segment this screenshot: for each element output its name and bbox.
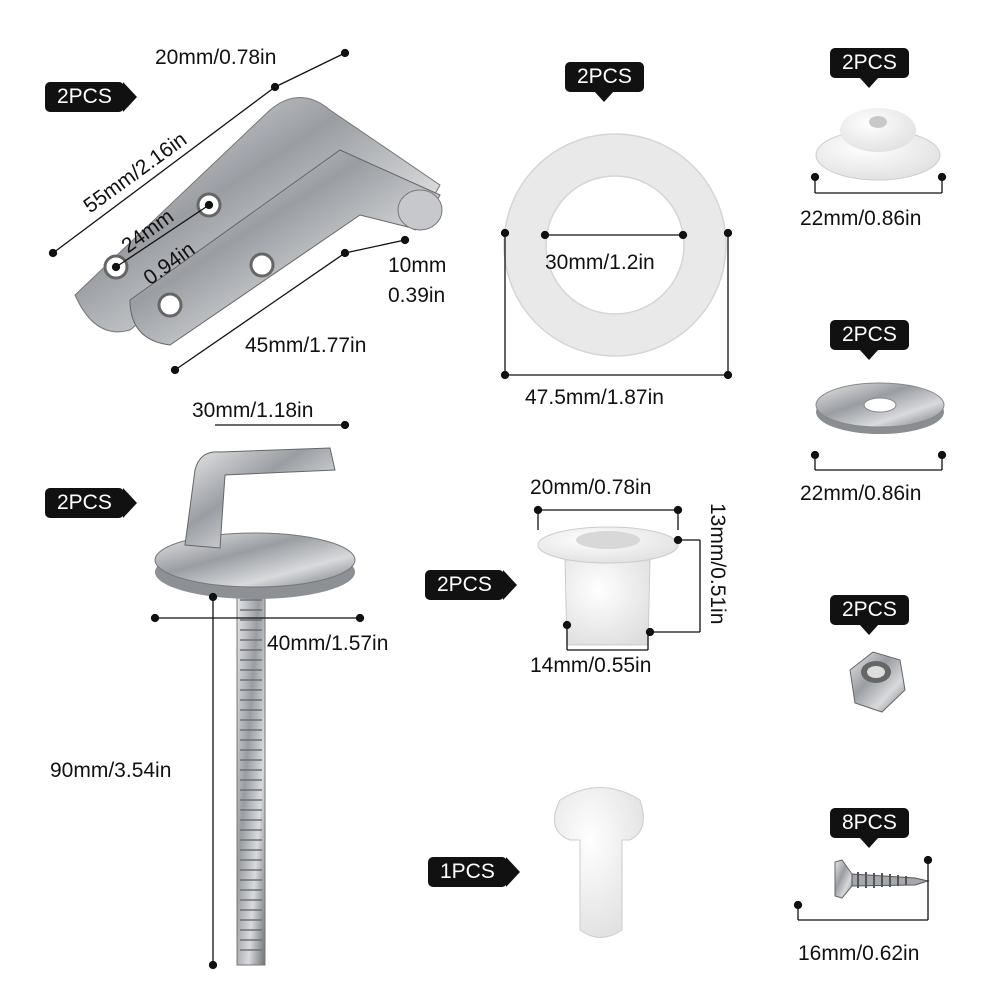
bolt-disc-label: 40mm/1.57in: [267, 632, 389, 655]
hinge-thickness-mm: 10mm: [388, 254, 447, 277]
bushing-image: [537, 526, 679, 646]
nut-qty-badge: 2PCS: [830, 595, 909, 635]
cap-diameter-label: 22mm/0.86in: [800, 207, 922, 230]
hinge-thickness-in: 0.39in: [388, 284, 446, 307]
screw-image: [834, 859, 930, 899]
bolt-qty-badge: 2PCS: [45, 488, 137, 518]
screw-length-label: 16mm/0.62in: [798, 942, 920, 965]
screw-qty-badge: 8PCS: [830, 808, 909, 848]
bushing-bottom-label: 14mm/0.55in: [530, 654, 652, 677]
key-qty-badge: 1PCS: [428, 857, 520, 887]
cap-qty-badge: 2PCS: [830, 48, 909, 88]
ring-image: [503, 133, 727, 357]
washer-image: [815, 382, 945, 434]
bolt-length-label: 90mm/3.54in: [50, 759, 172, 782]
key-image: [553, 787, 644, 938]
hinge-width-label: 20mm/0.78in: [155, 46, 277, 69]
bolt-arm-label: 30mm/1.18in: [192, 399, 314, 422]
hinge-qty-badge: 2PCS: [45, 82, 137, 112]
bushing-height-label: 13mm/0.51in: [706, 503, 729, 625]
cap-image: [815, 108, 941, 181]
nut-image: [849, 651, 906, 713]
hinge-short-length: 45mm/1.77in: [245, 334, 367, 357]
ring-inner-label: 30mm/1.2in: [545, 251, 655, 274]
bushing-top-label: 20mm/0.78in: [530, 476, 652, 499]
dimension-lines: [48, 48, 947, 970]
bushing-qty-badge: 2PCS: [425, 570, 517, 600]
washer-diameter-label: 22mm/0.86in: [800, 482, 922, 505]
hinge-image: [74, 97, 443, 346]
washer-qty-badge: 2PCS: [830, 320, 909, 360]
ring-qty-badge: 2PCS: [565, 62, 644, 102]
ring-outer-label: 47.5mm/1.87in: [525, 386, 664, 409]
bolt-image: [154, 447, 356, 966]
